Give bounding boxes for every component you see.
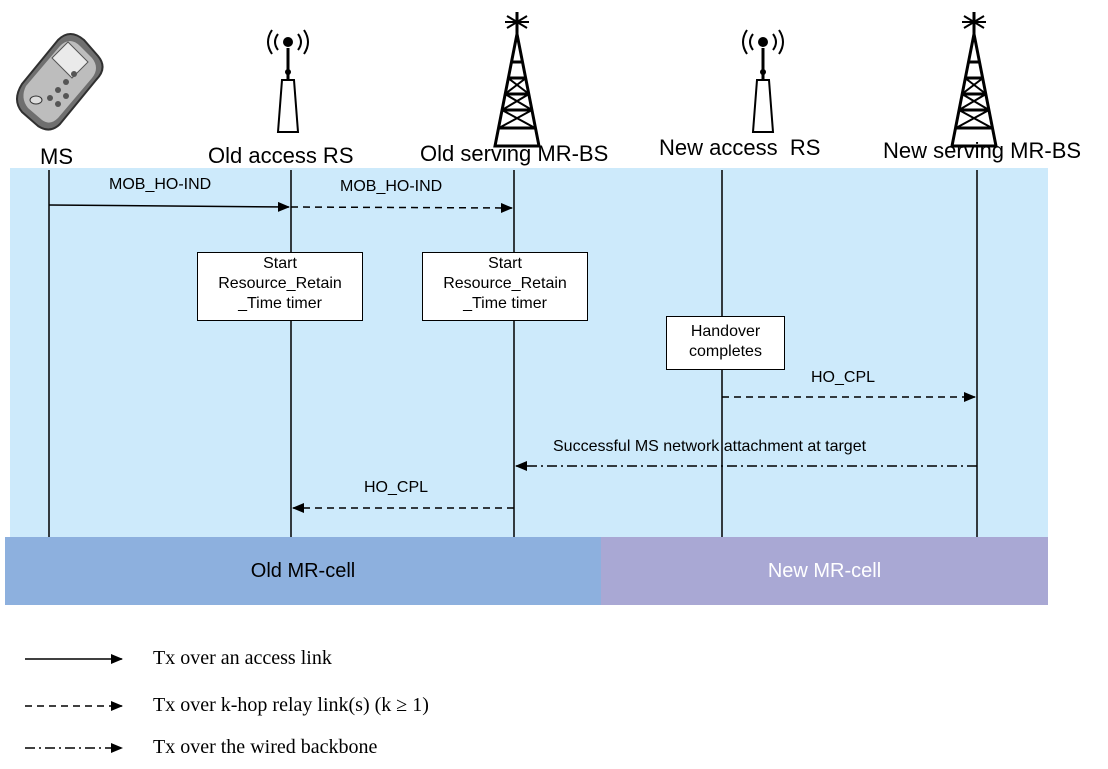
new-mr-cell-band bbox=[601, 537, 1048, 605]
diagram-background bbox=[10, 168, 1048, 538]
arrow-mob-ho-ind-relay bbox=[290, 202, 513, 213]
timer-box-line: Resource_Retain bbox=[218, 275, 342, 292]
entity-label-old-access-rs: Old access RS bbox=[208, 143, 354, 168]
relay-station-antenna-icon bbox=[267, 29, 309, 133]
relay-station-antenna-icon bbox=[742, 29, 784, 133]
message-label-ho-cpl-new: HO_CPL bbox=[811, 369, 876, 386]
entity-label-ms: MS bbox=[40, 144, 73, 169]
mobile-phone-icon bbox=[16, 33, 104, 131]
cell-label-new-mr-cell: New MR-cell bbox=[767, 560, 882, 582]
timer-box-line: Start bbox=[263, 255, 297, 272]
old-mr-cell-band bbox=[5, 537, 601, 605]
entity-label-old-serving-mr-bs: Old serving MR-BS bbox=[420, 141, 609, 166]
legend-label-access-link: Tx over an access link bbox=[153, 647, 332, 669]
handover-completes-box: Handover completes bbox=[666, 316, 785, 370]
base-station-tower-icon bbox=[950, 12, 998, 148]
message-label-mob-ho-ind-access: MOB_HO-IND bbox=[109, 176, 212, 193]
timer-box-old-access-rs: Start Resource_Retain _Time timer bbox=[197, 252, 363, 321]
cell-label-old-mr-cell: Old MR-cell bbox=[250, 560, 356, 582]
entity-label-new-serving-mr-bs: New serving MR-BS bbox=[883, 138, 1082, 163]
timer-box-line: _Time timer bbox=[463, 295, 547, 312]
timer-box-line: _Time timer bbox=[238, 295, 322, 312]
entity-label-new-access-rs: New access RS bbox=[659, 135, 821, 160]
base-station-tower-icon bbox=[493, 12, 541, 148]
arrow-mob-ho-ind-access bbox=[48, 201, 290, 212]
handover-box-line: Handover bbox=[690, 323, 761, 340]
message-label-ho-cpl-old: HO_CPL bbox=[364, 479, 429, 496]
legend-label-relay-link: Tx over k-hop relay link(s) (k ≥ 1) bbox=[153, 694, 429, 716]
message-label-mob-ho-ind-relay: MOB_HO-IND bbox=[340, 178, 443, 195]
message-label-network-attachment: Successful MS network attachment at targ… bbox=[553, 438, 867, 455]
timer-box-old-serving-mr-bs: Start Resource_Retain _Time timer bbox=[422, 252, 588, 321]
handover-box-line: completes bbox=[689, 343, 762, 360]
legend-label-wired-backbone: Tx over the wired backbone bbox=[153, 736, 378, 758]
timer-box-line: Start bbox=[488, 255, 522, 272]
timer-box-line: Resource_Retain bbox=[443, 275, 567, 292]
